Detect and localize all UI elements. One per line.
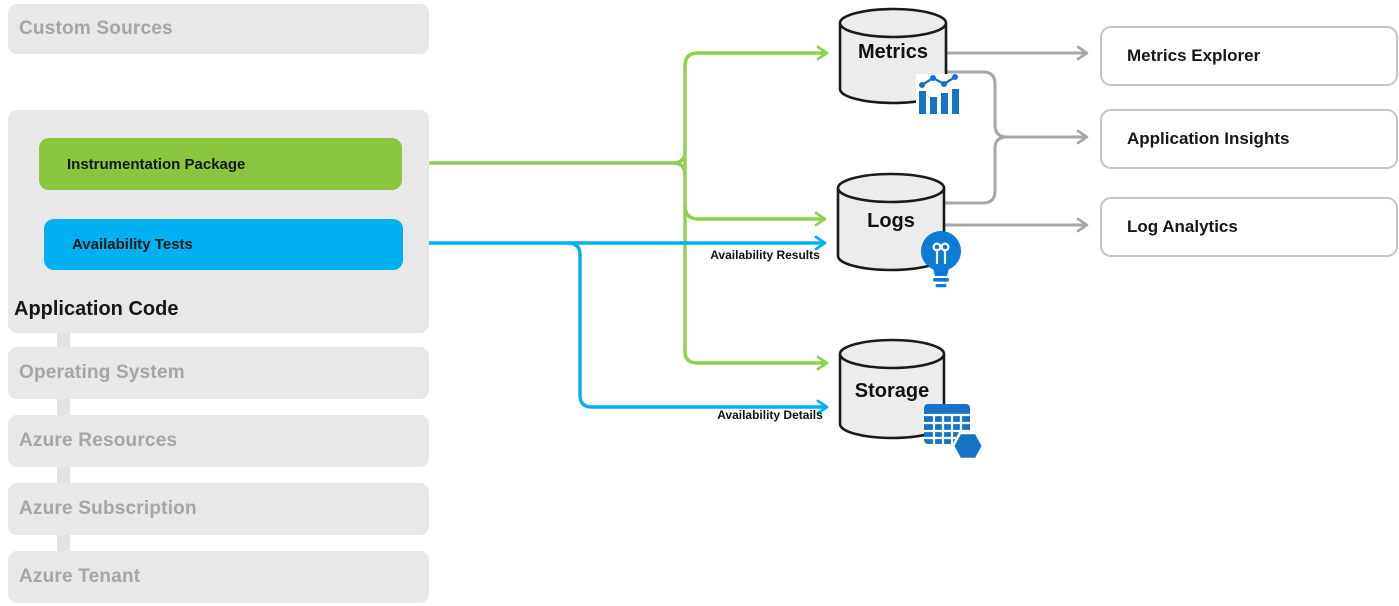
azure-subscription-label: Azure Subscription: [19, 498, 197, 519]
custom-sources-label: Custom Sources: [19, 18, 173, 39]
availability-details-label: Availability Details: [717, 408, 823, 422]
application-insights-box: Application Insights: [1100, 109, 1398, 169]
table-hexagon-icon: [924, 404, 985, 461]
metrics-label: Metrics: [857, 41, 929, 63]
storage-label: Storage: [854, 380, 930, 402]
availability-tests-label: Availability Tests: [72, 236, 193, 253]
azure-resources-label: Azure Resources: [19, 430, 178, 451]
application-code-box: Instrumentation Package Availability Tes…: [8, 110, 429, 333]
operating-system-box: Operating System: [8, 347, 429, 399]
stack-connector: [57, 396, 70, 418]
metrics-explorer-box: Metrics Explorer: [1100, 26, 1398, 86]
instrumentation-package-label: Instrumentation Package: [67, 155, 246, 173]
availability-results-label: Availability Results: [710, 248, 820, 262]
azure-tenant-box: Azure Tenant: [8, 551, 429, 603]
edge-availability-to-storage: [566, 241, 829, 415]
edge-logs-to-application-insights: [940, 135, 1009, 205]
logs-label: Logs: [867, 210, 915, 232]
edge-metrics-to-application-insights: [940, 70, 1089, 145]
stack-connector: [57, 464, 70, 486]
instrumentation-package-box: Instrumentation Package: [39, 138, 402, 190]
log-analytics-label: Log Analytics: [1127, 217, 1238, 236]
storage-store: Storage: [838, 338, 946, 440]
bar-chart-icon: [916, 74, 962, 114]
edge-instrumentation-to-metrics: [683, 45, 829, 68]
custom-sources-box: Custom Sources: [8, 4, 429, 54]
edge-instrumentation-to-logs: [683, 203, 827, 227]
stack-connector: [57, 329, 70, 351]
azure-resources-box: Azure Resources: [8, 415, 429, 467]
operating-system-label: Operating System: [19, 362, 185, 383]
application-insights-label: Application Insights: [1127, 129, 1290, 148]
metrics-explorer-label: Metrics Explorer: [1127, 46, 1261, 65]
stack-connector: [57, 532, 70, 554]
logs-store: Logs: [836, 172, 946, 272]
azure-tenant-label: Azure Tenant: [19, 566, 141, 587]
log-analytics-box: Log Analytics: [1100, 197, 1398, 257]
availability-tests-box: Availability Tests: [44, 219, 403, 270]
lightbulb-icon: [921, 231, 961, 288]
edge-instrumentation-feed: [401, 149, 687, 177]
cylinder-shape: [838, 338, 946, 440]
application-code-label: Application Code: [14, 298, 179, 320]
cylinder-shape: [836, 172, 946, 272]
edge-instrumentation-to-storage: [683, 350, 829, 371]
azure-subscription-box: Azure Subscription: [8, 483, 429, 535]
